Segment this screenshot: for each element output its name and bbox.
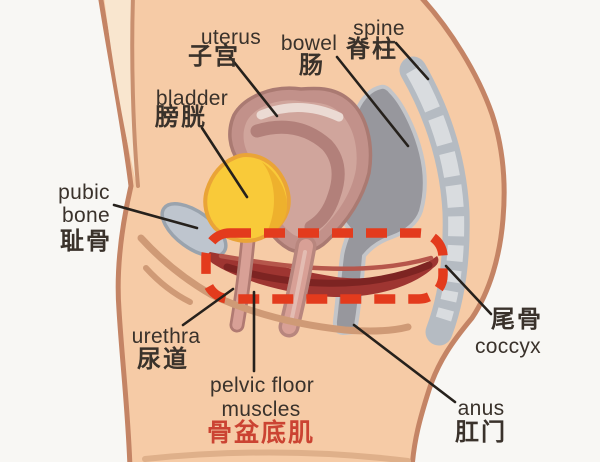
label-pubic-bone-en1: pubic [58, 181, 110, 204]
label-pubic-bone-en2: bone [62, 204, 110, 227]
pubic-bone-shape [160, 202, 228, 258]
skin-creases [137, 234, 412, 462]
uterus-cavity [250, 120, 345, 234]
label-urethra-en: urethra [131, 325, 201, 348]
thigh-fold-line [130, 0, 140, 188]
pointer-line-bladder [200, 126, 249, 199]
label-anus-en: anus [457, 397, 505, 420]
thigh-fold-highlight [104, 0, 137, 186]
label-bowel-en: bowel [280, 32, 338, 55]
label-spine-en: spine [353, 17, 405, 40]
label-coccyx-en: coccyx [475, 335, 541, 358]
pointer-line-bowel [335, 55, 410, 148]
label-uterus-en: uterus [200, 26, 262, 49]
pointer-line-spine [394, 41, 430, 81]
label-anus-zh: 肛门 [455, 419, 507, 446]
pointer-line-anus [352, 323, 457, 404]
uterus-highlight [256, 103, 344, 122]
label-pubic-bone-zh: 耻骨 [60, 228, 112, 255]
label-pelvic-floor-en2: muscles [221, 398, 301, 421]
spine-shape [399, 56, 470, 346]
label-pelvic-floor-en1: pelvic floor [210, 374, 314, 397]
pelvic-floor-highlight-box [201, 228, 448, 304]
label-urethra-zh: 尿道 [137, 346, 189, 373]
label-coccyx-zh: 尾骨 [491, 306, 543, 333]
label-bowel-zh: 肠 [299, 52, 325, 79]
label-bladder-zh: 膀胱 [155, 104, 207, 131]
pointer-line-pubic-bone [112, 203, 199, 230]
label-uterus-zh: 子宫 [188, 43, 240, 70]
pointer-lines [112, 41, 493, 404]
label-bladder-en: bladder [155, 87, 229, 110]
label-pelvic-floor-zh: 骨盆底肌 [206, 419, 316, 447]
label-spine-zh: 脊柱 [346, 36, 398, 63]
pointer-line-coccyx [444, 264, 493, 316]
pointer-line-uterus [228, 55, 279, 118]
pointer-line-urethra [181, 287, 235, 327]
